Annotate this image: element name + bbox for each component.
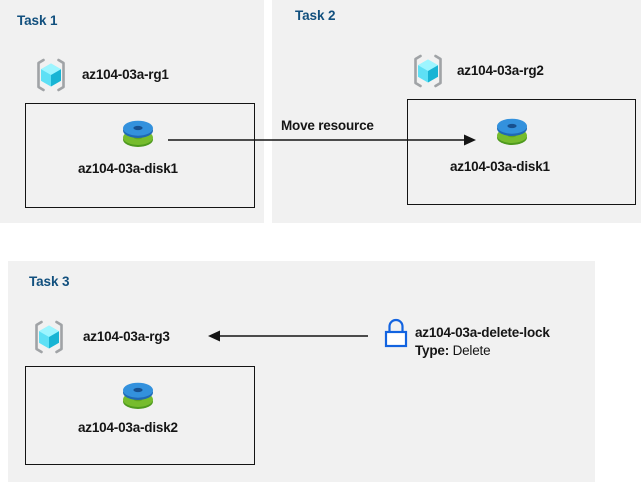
lock-type-key: Type: bbox=[415, 343, 453, 358]
lock-type-row: Type: Delete bbox=[415, 343, 491, 358]
lock-name-label: az104-03a-delete-lock bbox=[415, 325, 550, 340]
move-resource-arrow bbox=[168, 134, 476, 146]
delete-lock-arrow bbox=[208, 330, 368, 342]
resource-label: az104-03a-disk2 bbox=[78, 420, 178, 435]
panel-task2-title: Task 2 bbox=[295, 8, 336, 23]
managed-disk-icon bbox=[497, 118, 527, 145]
panel-task1-title: Task 1 bbox=[17, 13, 58, 28]
managed-disk-icon bbox=[123, 120, 153, 147]
resource-group-label: az104-03a-rg2 bbox=[457, 63, 544, 78]
resource-label: az104-03a-disk1 bbox=[450, 159, 550, 174]
resource-container-task1 bbox=[25, 103, 255, 208]
resource-group-cube-icon bbox=[414, 54, 442, 88]
move-resource-label: Move resource bbox=[281, 118, 374, 133]
managed-disk-icon bbox=[123, 382, 153, 409]
resource-container-task3 bbox=[25, 366, 255, 465]
resource-group-cube-icon bbox=[35, 320, 63, 354]
resource-group-label: az104-03a-rg3 bbox=[83, 329, 170, 344]
panel-task3-title: Task 3 bbox=[29, 274, 70, 289]
lock-type-value: Delete bbox=[452, 343, 491, 358]
resource-container-task2 bbox=[407, 99, 636, 205]
resource-group-cube-icon bbox=[37, 58, 65, 92]
padlock-icon bbox=[384, 318, 408, 348]
resource-group-label: az104-03a-rg1 bbox=[82, 67, 169, 82]
resource-label: az104-03a-disk1 bbox=[78, 161, 178, 176]
